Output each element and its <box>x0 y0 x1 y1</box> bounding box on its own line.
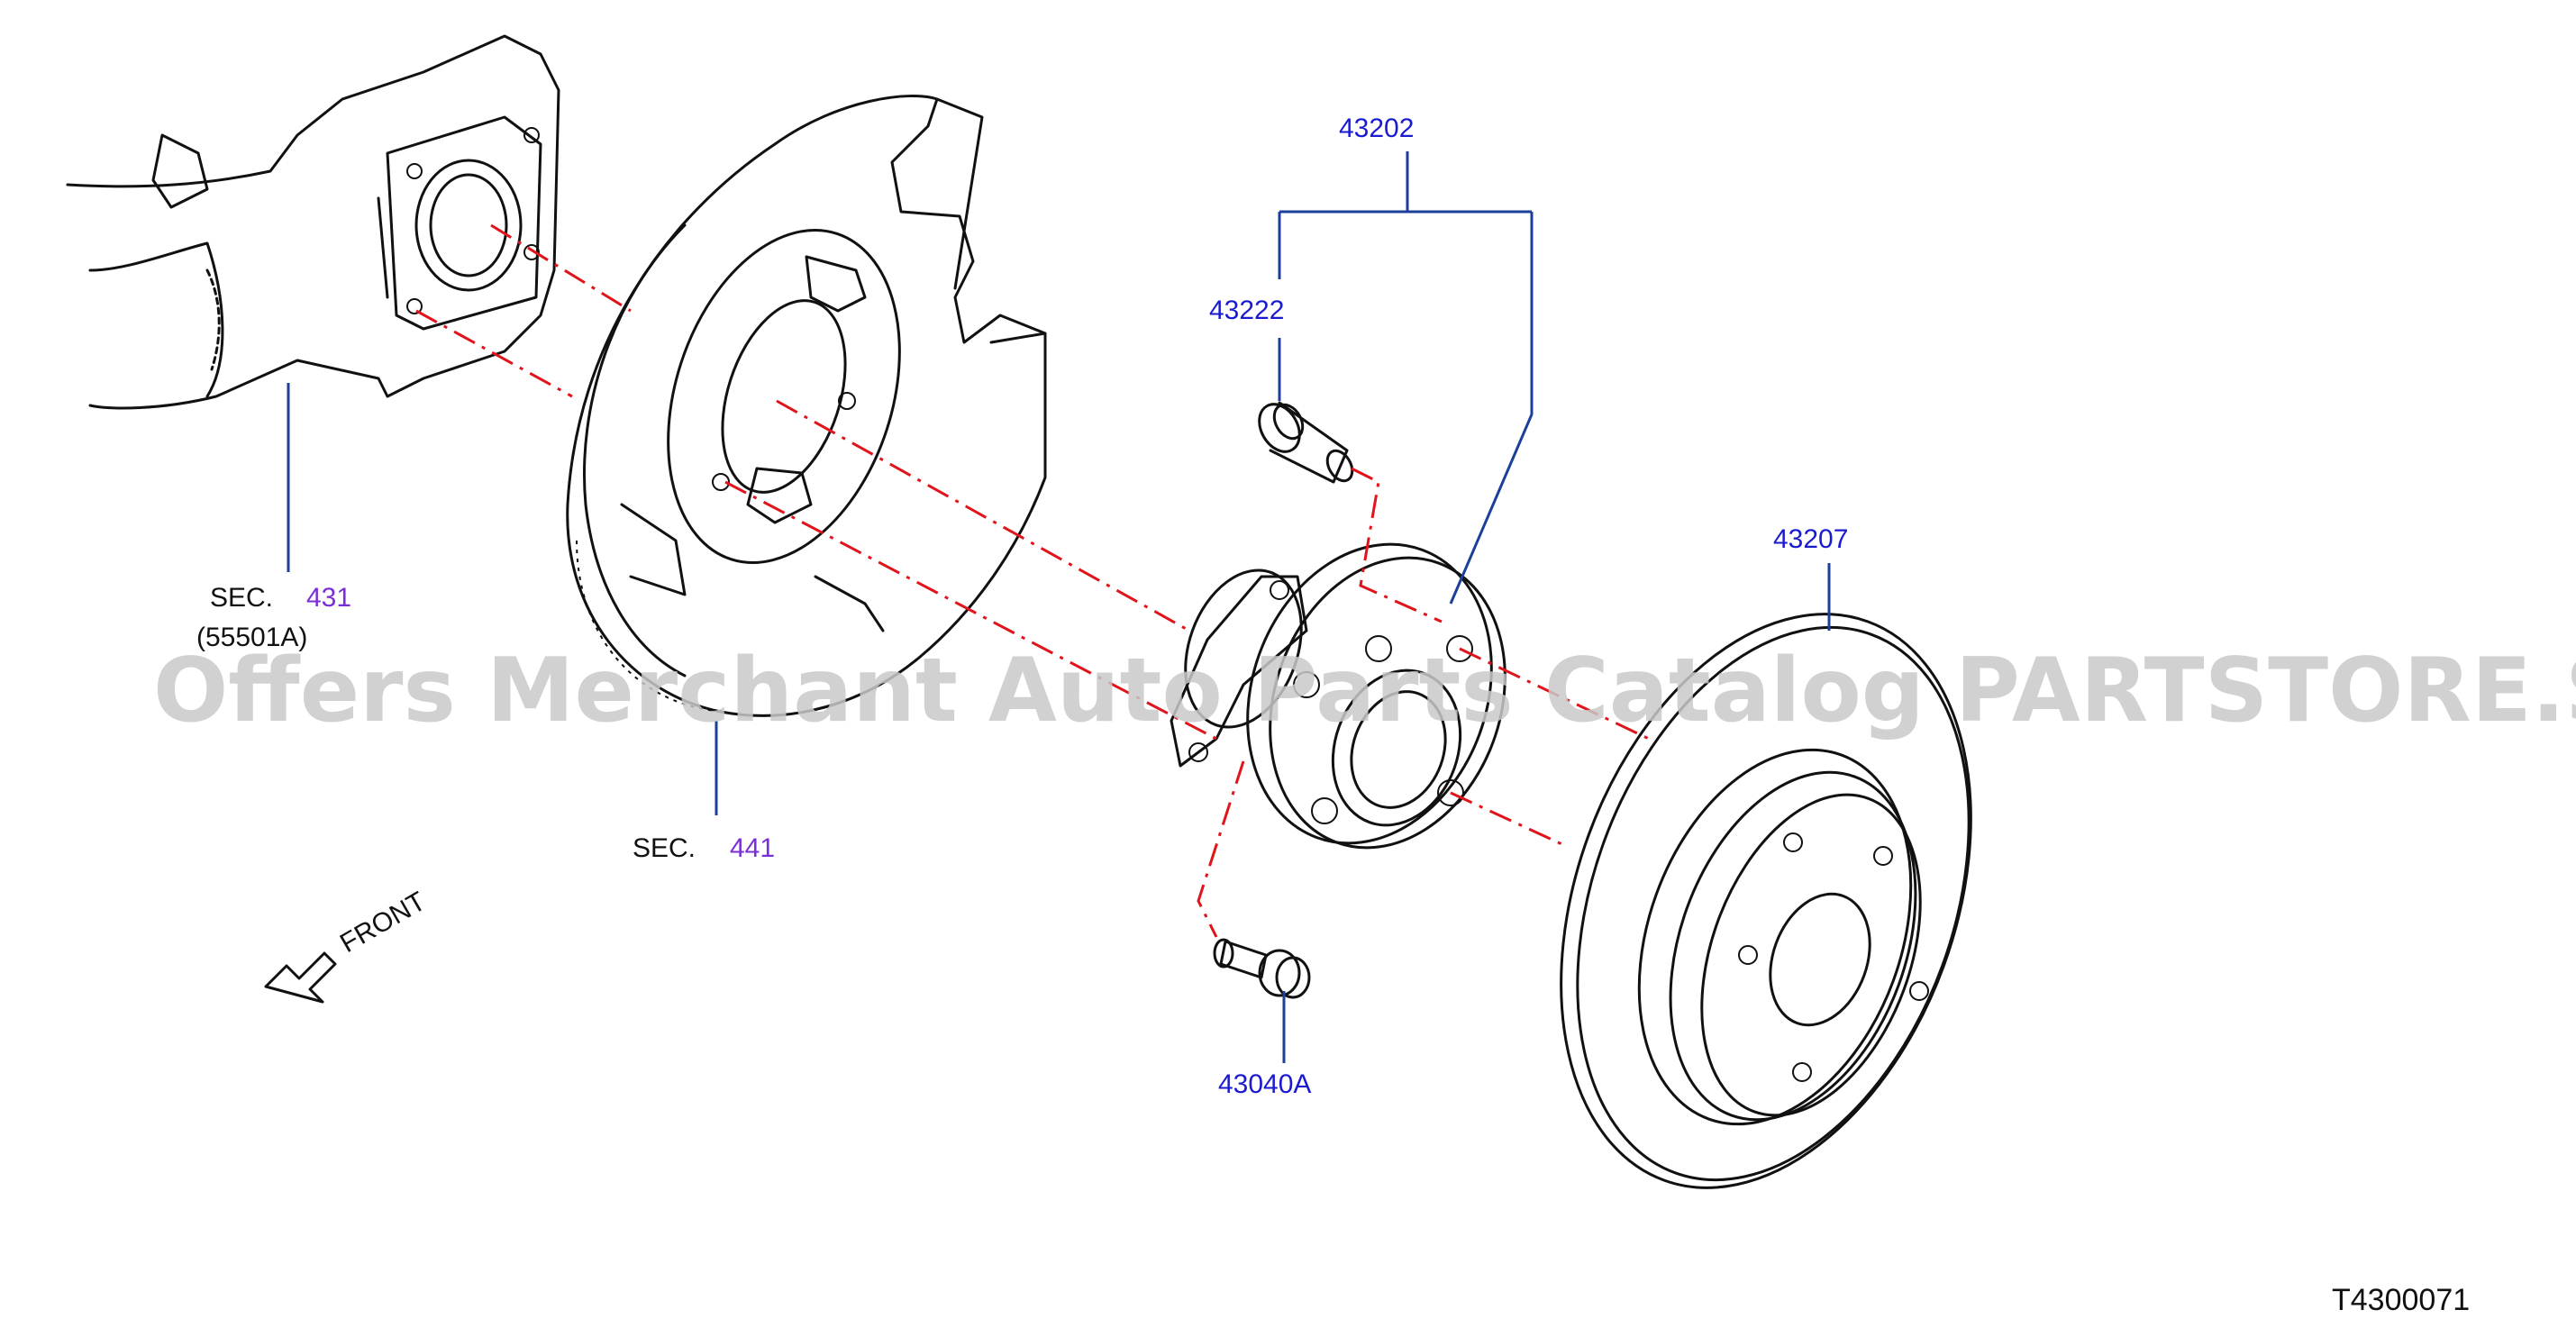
diagram-code: T4300071 <box>2332 1283 2470 1317</box>
label-backplate-sec-number[interactable]: 441 <box>730 833 775 863</box>
label-hub-assembly[interactable]: 43202 <box>1339 114 1414 143</box>
hub-mount-bolt-part[interactable] <box>1213 938 1311 999</box>
front-arrow-icon <box>264 951 337 1004</box>
disc-rotor-part[interactable] <box>1487 557 2045 1245</box>
label-hub-mount-bolt[interactable]: 43040A <box>1218 1069 1311 1099</box>
hub-bolt-part[interactable] <box>1252 397 1358 486</box>
hub-assembly-part[interactable] <box>1165 510 1544 881</box>
label-hub-bolt[interactable]: 43222 <box>1209 296 1284 325</box>
leader-lines <box>287 151 1831 1063</box>
label-knuckle-sub-ref: (55501A) <box>196 623 307 652</box>
knuckle-part[interactable] <box>66 34 560 410</box>
label-knuckle-sec-number[interactable]: 431 <box>306 583 351 613</box>
label-knuckle-sec-prefix: SEC. <box>210 583 273 613</box>
assembly-centerlines <box>415 223 1650 938</box>
label-front-direction: FRONT <box>335 887 431 959</box>
label-disc-rotor[interactable]: 43207 <box>1773 524 1848 554</box>
label-backplate-sec-prefix: SEC. <box>633 833 696 863</box>
watermark: Offers Merchant Auto Parts Catalog PARTS… <box>153 640 2576 742</box>
backplate-part[interactable] <box>566 95 1047 717</box>
